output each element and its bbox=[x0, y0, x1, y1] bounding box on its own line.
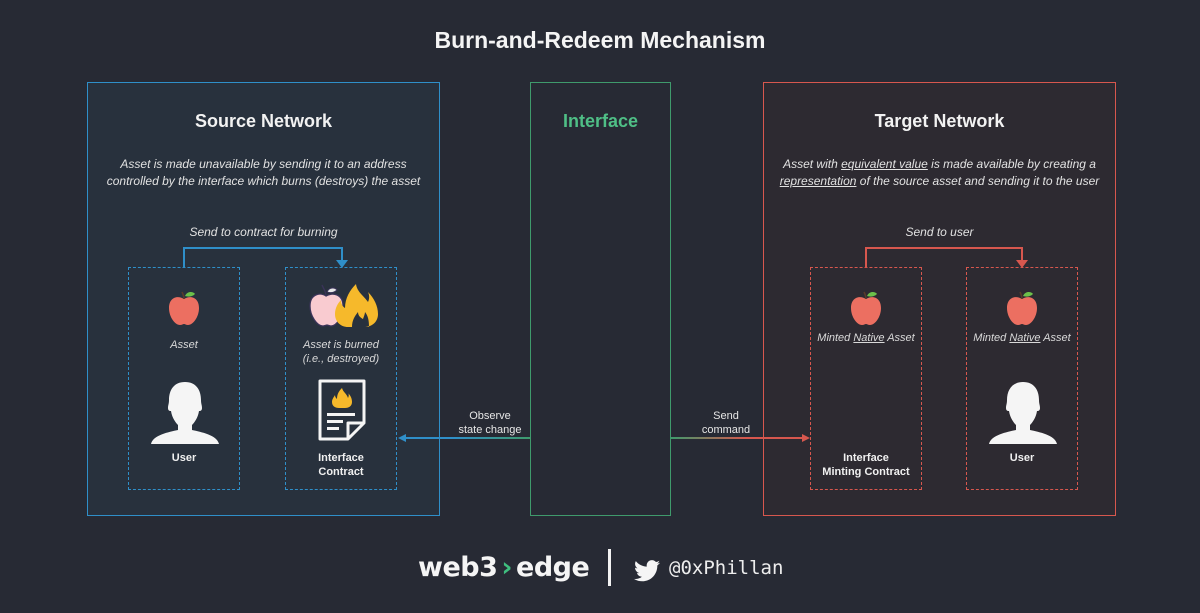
interface-panel: Interface bbox=[530, 82, 671, 516]
source-network-description: Asset is made unavailable by sending it … bbox=[88, 156, 439, 190]
user-label: User bbox=[171, 452, 197, 464]
target-desc-line-2: representation of the source asset and s… bbox=[764, 173, 1115, 190]
send-to-contract-label: Send to contract for burning bbox=[189, 225, 338, 239]
user-icon bbox=[989, 382, 1057, 444]
observe-state-change-label: Observe state change bbox=[450, 409, 530, 437]
desc-text: is made available by creating a bbox=[927, 157, 1096, 171]
send-line-1: Send bbox=[713, 410, 739, 422]
interface-contract-label: Interface Contract bbox=[286, 451, 396, 479]
label-text: Minted bbox=[817, 332, 854, 344]
label-text: Minted bbox=[973, 332, 1010, 344]
observe-line-1: Observe bbox=[469, 410, 511, 422]
asset-burned-label: Asset is burned (i.e., destroyed) bbox=[286, 338, 396, 366]
footer-divider bbox=[608, 549, 611, 586]
minted-native-asset-label: Minted Native Asset bbox=[811, 331, 921, 345]
web3edge-logo: web3›edge bbox=[418, 552, 590, 583]
source-user-box: Asset User bbox=[128, 267, 240, 490]
source-network-panel: Source Network Asset is made unavailable… bbox=[87, 82, 440, 516]
native-term: Native bbox=[1009, 332, 1041, 344]
send-line-2: command bbox=[701, 424, 751, 436]
interface-contract-line-1: Interface bbox=[318, 452, 364, 464]
native-term: Native bbox=[853, 332, 885, 344]
target-user-box: Minted Native Asset User bbox=[966, 267, 1078, 490]
twitter-icon bbox=[634, 560, 660, 582]
minting-contract-box: Minted Native Asset Interface Minting Co… bbox=[810, 267, 922, 490]
asset-burned-line-2: (i.e., destroyed) bbox=[302, 353, 380, 365]
asset-label: Asset bbox=[170, 339, 198, 351]
apple-icon bbox=[1007, 291, 1037, 325]
logo-web3: web3 bbox=[418, 552, 498, 583]
minted-native-asset-label: Minted Native Asset bbox=[967, 331, 1077, 345]
burning-apple-icon bbox=[309, 284, 378, 327]
send-to-user-label: Send to user bbox=[905, 225, 974, 239]
chevron-right-icon: › bbox=[501, 552, 513, 583]
desc-text: Asset with bbox=[783, 157, 842, 171]
diagram-title: Burn-and-Redeem Mechanism bbox=[434, 27, 766, 53]
user-label: User bbox=[1009, 452, 1035, 464]
apple-icon bbox=[169, 291, 199, 325]
label-text: Asset bbox=[884, 332, 915, 344]
target-network-title: Target Network bbox=[874, 111, 1005, 131]
label-text: Asset bbox=[1040, 332, 1071, 344]
desc-text: of the source asset and sending it to th… bbox=[856, 174, 1100, 188]
interface-contract-line-2: Contract bbox=[318, 466, 364, 478]
interface-title: Interface bbox=[562, 111, 639, 131]
interface-contract-box: Asset is burned (i.e., destroyed) Interf… bbox=[285, 267, 397, 490]
asset-burned-line-1: Asset is burned bbox=[303, 339, 379, 351]
source-desc-line-1: Asset is made unavailable by sending it … bbox=[120, 157, 407, 171]
target-network-panel: Target Network Asset with equivalent val… bbox=[763, 82, 1116, 516]
target-network-description: Asset with equivalent value is made avai… bbox=[764, 156, 1115, 190]
logo-edge: edge bbox=[516, 552, 590, 583]
target-desc-line-1: Asset with equivalent value is made avai… bbox=[764, 156, 1115, 173]
observe-line-2: state change bbox=[458, 424, 522, 436]
send-command-label: Send command bbox=[686, 409, 766, 437]
contract-fire-icon bbox=[318, 379, 366, 441]
twitter-handle[interactable]: @0xPhillan bbox=[669, 557, 784, 579]
source-desc-line-2: controlled by the interface which burns … bbox=[106, 174, 421, 188]
source-network-title: Source Network bbox=[194, 111, 333, 131]
minting-contract-line-2: Minting Contract bbox=[822, 466, 910, 478]
apple-icon bbox=[851, 291, 881, 325]
equivalent-value-term: equivalent value bbox=[841, 157, 928, 171]
user-icon bbox=[151, 382, 219, 444]
representation-term: representation bbox=[779, 174, 857, 188]
minting-contract-label: Interface Minting Contract bbox=[811, 451, 921, 479]
minting-contract-line-1: Interface bbox=[843, 452, 889, 464]
